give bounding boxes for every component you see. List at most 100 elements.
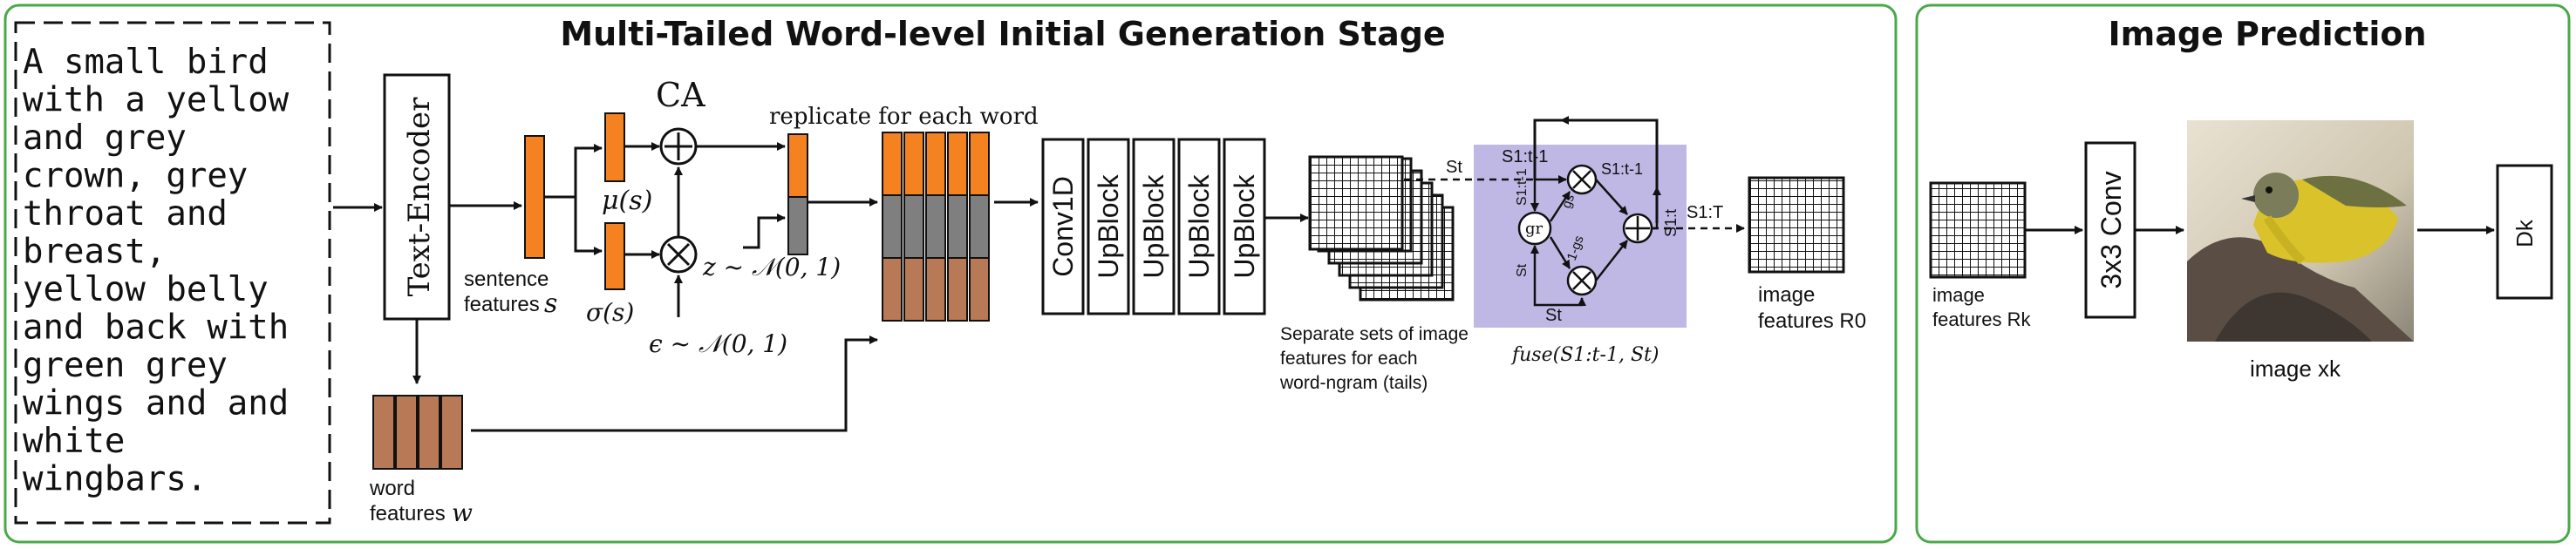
caption-line: A small bird [23, 43, 269, 82]
word-ngram-tails [1308, 155, 1455, 302]
sigma-label: σ(s) [586, 298, 634, 327]
caption-line: wings and and [23, 384, 289, 424]
prediction-stage-title: Image Prediction [2108, 15, 2426, 53]
s-prev-vert-label: S1:t-1 [1515, 168, 1530, 206]
tails-caption-1: Separate sets of image [1280, 324, 1469, 344]
s-prev-label: S1:t-1 [1502, 147, 1548, 166]
s1T-label: S1:T [1687, 203, 1723, 222]
caption-box [14, 21, 331, 525]
sentence-features-label-2: features [464, 293, 540, 316]
mu-label: μ(s) [602, 186, 652, 216]
caption-line: wingbars. [23, 460, 207, 499]
replicated-cell [882, 194, 903, 259]
epsilon-label: ϵ ~ 𝒩(0, 1) [649, 329, 787, 358]
sentence-features-vector [524, 135, 545, 259]
gs-label: gs [1559, 193, 1578, 211]
conv3x3-label: 3x3 Conv [2096, 171, 2127, 288]
upblock-label: UpBlock [1229, 173, 1260, 278]
text-encoder-label: Text-Encoder [402, 97, 437, 297]
replicated-features-stack [882, 132, 990, 322]
ca-label: CA [656, 76, 705, 114]
sentence-features-label: sentence [464, 268, 549, 291]
upblock-label: UpBlock [1093, 173, 1124, 278]
replicated-cell [925, 132, 946, 196]
r0-label-2: features R0 [1758, 309, 1866, 333]
tails-caption-3: word-ngram (tails) [1279, 373, 1428, 393]
caption-line: white [23, 422, 125, 461]
word-features-label: word [369, 477, 415, 500]
sentence-symbol: s [544, 288, 557, 319]
generation-stage-title: Multi-Tailed Word-level Initial Generati… [560, 15, 1445, 53]
image-features-rk-grid [1929, 181, 2027, 279]
r0-label-1: image [1758, 283, 1815, 307]
replicated-cell [903, 194, 924, 259]
conditioning-vector [787, 133, 808, 198]
circle-times-icon [1566, 164, 1598, 195]
replicated-cell [903, 132, 924, 196]
caption-line: with a yellow [23, 81, 290, 120]
circle-plus-icon [659, 127, 698, 166]
rk-label-2: features Rk [1932, 308, 2031, 330]
conv1d-label: Conv1D [1047, 176, 1079, 277]
replicated-cell [882, 257, 903, 322]
replicated-cell [969, 132, 990, 196]
caption-line: crown, grey [23, 157, 248, 196]
upblock-block [1223, 138, 1266, 315]
caption-line: and grey [23, 119, 187, 158]
caption-line: breast, [23, 233, 166, 272]
s1t-label-inner: S1:t-1 [1601, 160, 1643, 178]
upblock-label: UpBlock [1138, 173, 1169, 278]
word-feature-vector [440, 395, 463, 470]
gr-label: gr [1525, 220, 1544, 238]
word-feature-vector [395, 395, 418, 470]
replicated-cell [969, 257, 990, 322]
replicated-cell [947, 257, 968, 322]
word-feature-vector [372, 395, 395, 470]
generation-stage-frame [3, 3, 1898, 544]
z-label: z ~ 𝒩(0, 1) [702, 253, 841, 281]
word-features-label-2: features [370, 502, 446, 525]
dk-label: Dk [2511, 219, 2538, 247]
caption-line: green grey [23, 346, 228, 385]
fuse-label: fuse(S1:t-1, St) [1510, 344, 1659, 366]
upblock-label: UpBlock [1183, 173, 1215, 278]
conv1d-block [1041, 138, 1085, 315]
upblock-block [1177, 138, 1221, 315]
st-bottom-label: St [1545, 306, 1562, 325]
replicated-cell [947, 132, 968, 196]
replicated-cell [903, 257, 924, 322]
discriminator-block [2496, 164, 2553, 300]
tails-caption-2: features for each [1280, 349, 1418, 369]
text-encoder-block [383, 73, 451, 321]
circle-times-icon [1566, 265, 1598, 296]
rk-label-1: image [1932, 284, 1985, 306]
circle-times-icon [659, 235, 698, 274]
word-feature-vector [418, 395, 440, 470]
word-features-vectors [372, 395, 463, 470]
replicated-cell [925, 194, 946, 259]
noise-vector [787, 196, 808, 255]
circle-plus-icon [1622, 213, 1653, 244]
prediction-stage-frame [1915, 3, 2571, 544]
mu-vector [604, 112, 625, 182]
conv3x3-block [2084, 141, 2136, 319]
replicated-cell [969, 194, 990, 259]
upblock-block [1132, 138, 1176, 315]
word-symbol: w [452, 498, 473, 527]
caption-line: and back with [23, 308, 289, 348]
gate-gr-icon [1517, 211, 1552, 246]
image-xk-label: image xk [2250, 356, 2341, 382]
caption-line: yellow belly [23, 270, 269, 309]
upblock-block [1087, 138, 1130, 315]
caption-line: throat and [23, 194, 228, 234]
st-vert-label: St [1515, 263, 1530, 277]
sigma-vector [604, 222, 625, 290]
replicated-cell [947, 194, 968, 259]
replicated-cell [882, 132, 903, 196]
replicate-label: replicate for each word [769, 104, 1039, 130]
st-label-top: St [1446, 158, 1462, 177]
replicated-cell [925, 257, 946, 322]
bird-photo [2187, 120, 2414, 342]
